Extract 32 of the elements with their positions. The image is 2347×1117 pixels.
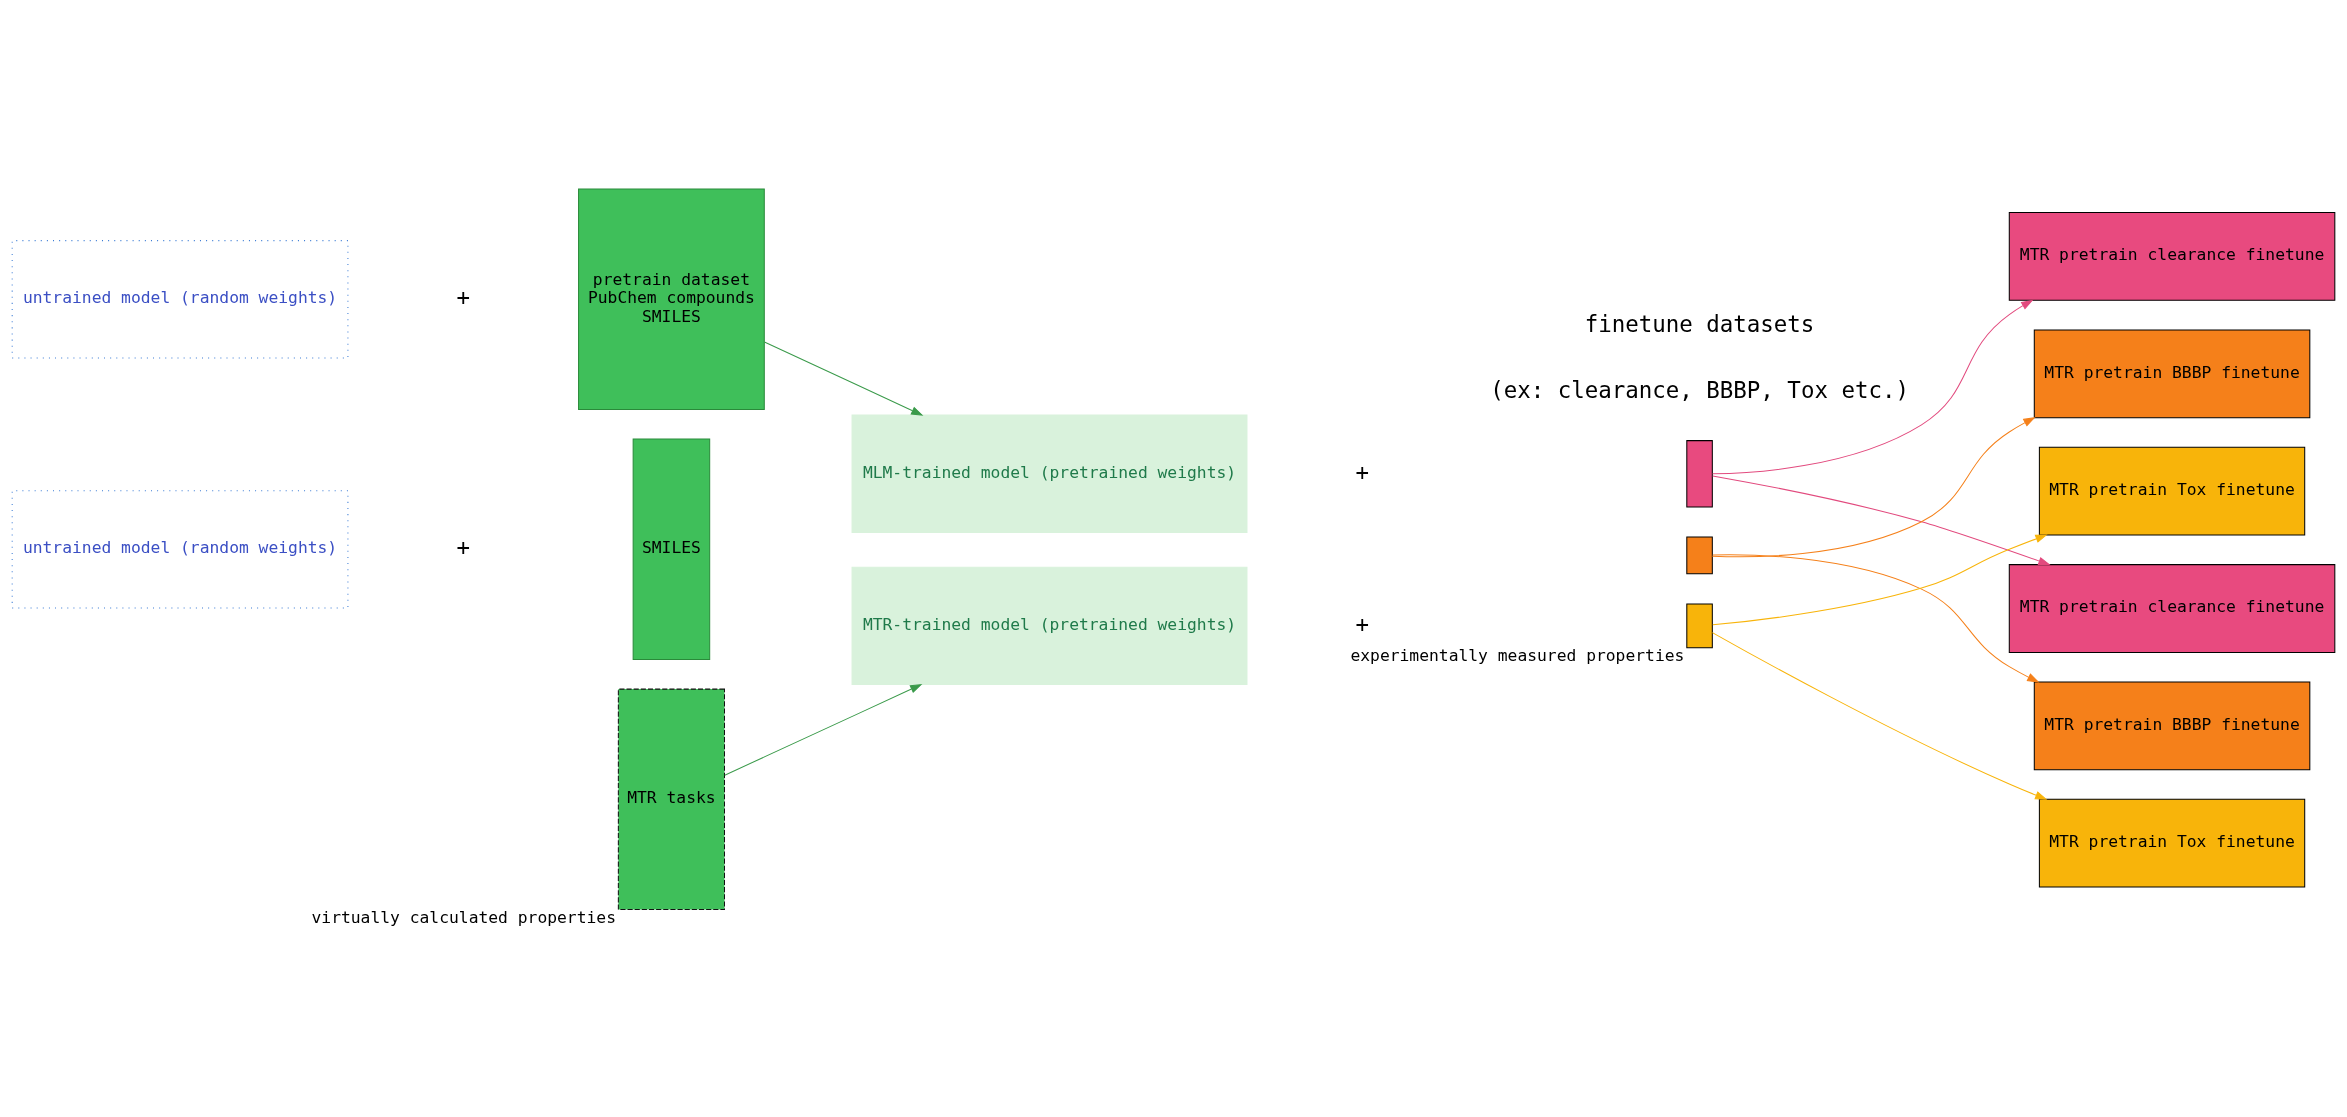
arrow bbox=[1711, 417, 2036, 558]
arrow bbox=[1711, 632, 2048, 800]
arrow bbox=[1712, 554, 2040, 683]
node-bar bbox=[1686, 440, 1713, 508]
label: (ex: clearance, BBBP, Tox etc.) bbox=[1490, 376, 1909, 403]
node-bar bbox=[1686, 603, 1713, 649]
node-box: untrained model (random weights) bbox=[11, 240, 349, 359]
node-label: virtually calculated properties bbox=[311, 907, 616, 927]
node-box: MLM-trained model (pretrained weights) bbox=[851, 414, 1248, 533]
node-box: MTR-trained model (pretrained weights) bbox=[851, 566, 1248, 686]
label: + bbox=[456, 534, 470, 561]
arrow bbox=[1712, 299, 2034, 475]
node-box: MTR pretrain Tox finetune bbox=[2038, 798, 2306, 888]
label: finetune datasets bbox=[1584, 310, 1815, 337]
node-box: MTR tasks bbox=[617, 688, 725, 911]
node-box: SMILES bbox=[632, 438, 711, 661]
label: + bbox=[1355, 458, 1370, 485]
label: + bbox=[1355, 610, 1370, 637]
arrow bbox=[763, 341, 924, 416]
label: + bbox=[456, 284, 470, 311]
node-box: pretrain dataset PubChem compounds SMILES bbox=[578, 188, 765, 410]
arrow bbox=[1712, 475, 2051, 566]
arrow bbox=[1712, 534, 2048, 626]
node-bar bbox=[1686, 536, 1713, 575]
node-box: MTR pretrain BBBP finetune bbox=[2033, 681, 2311, 771]
node-box: MTR pretrain BBBP finetune bbox=[2033, 329, 2311, 419]
node-box: MTR pretrain clearance finetune bbox=[2008, 564, 2336, 653]
node-box: MTR pretrain clearance finetune bbox=[2008, 212, 2336, 301]
node-label: experimentally measured properties bbox=[1350, 645, 1685, 665]
node-box: untrained model (random weights) bbox=[11, 490, 349, 609]
arrow bbox=[724, 684, 923, 776]
node-box: MTR pretrain Tox finetune bbox=[2038, 446, 2306, 536]
